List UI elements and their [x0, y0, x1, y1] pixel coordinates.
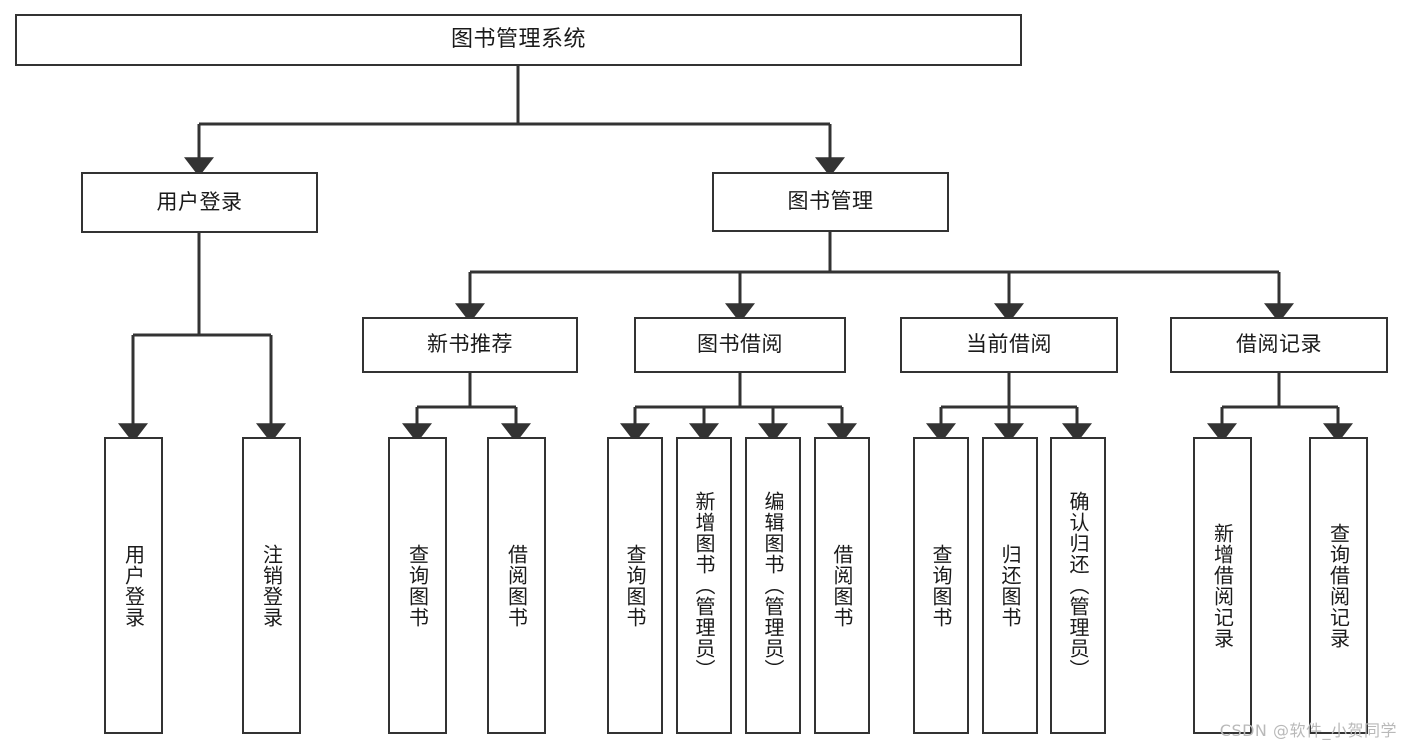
node-current-borrowing[interactable]: 当前借阅 [900, 317, 1118, 373]
node-leaf-return-book[interactable]: 归还图书 [982, 437, 1038, 734]
node-label: 借阅记录 [1236, 332, 1322, 357]
node-leaf-query-book-new[interactable]: 查询图书 [388, 437, 447, 734]
node-label: 归还图书 [998, 543, 1022, 628]
node-leaf-borrow-book-borrow[interactable]: 借阅图书 [814, 437, 870, 734]
node-leaf-add-book-admin[interactable]: 新增图书（管理员） [676, 437, 732, 734]
node-leaf-user-login[interactable]: 用户登录 [104, 437, 163, 734]
node-label: 查询借阅记录 [1326, 522, 1351, 649]
node-label: 确认归还（管理员） [1066, 491, 1090, 680]
node-label: 用户登录 [121, 543, 146, 628]
node-label: 借阅图书 [504, 543, 529, 628]
node-leaf-confirm-return-admin[interactable]: 确认归还（管理员） [1050, 437, 1106, 734]
node-leaf-query-book-current[interactable]: 查询图书 [913, 437, 969, 734]
node-label: 图书借阅 [697, 332, 783, 357]
node-label: 编辑图书（管理员） [761, 491, 785, 680]
node-label: 新书推荐 [427, 332, 513, 357]
node-label: 查询图书 [623, 543, 647, 628]
node-label: 图书管理 [787, 189, 874, 214]
node-leaf-borrow-book-new[interactable]: 借阅图书 [487, 437, 546, 734]
node-label: 当前借阅 [966, 332, 1052, 357]
node-book-management[interactable]: 图书管理 [712, 172, 949, 232]
node-label: 查询图书 [405, 543, 430, 628]
node-leaf-logout[interactable]: 注销登录 [242, 437, 301, 734]
node-label: 查询图书 [929, 543, 953, 628]
node-root-book-management-system[interactable]: 图书管理系统 [15, 14, 1022, 66]
node-leaf-query-book-borrow[interactable]: 查询图书 [607, 437, 663, 734]
node-label: 新增借阅记录 [1210, 522, 1235, 649]
node-new-book-recommendation[interactable]: 新书推荐 [362, 317, 578, 373]
node-leaf-add-borrow-record[interactable]: 新增借阅记录 [1193, 437, 1252, 734]
node-book-borrowing[interactable]: 图书借阅 [634, 317, 846, 373]
node-user-login[interactable]: 用户登录 [81, 172, 318, 233]
node-borrowing-records[interactable]: 借阅记录 [1170, 317, 1388, 373]
node-label: 用户登录 [156, 189, 243, 214]
node-label: 图书管理系统 [450, 26, 586, 52]
node-label: 注销登录 [259, 543, 284, 628]
node-leaf-query-borrow-record[interactable]: 查询借阅记录 [1309, 437, 1368, 734]
node-label: 新增图书（管理员） [692, 491, 716, 680]
node-leaf-edit-book-admin[interactable]: 编辑图书（管理员） [745, 437, 801, 734]
node-label: 借阅图书 [830, 543, 854, 628]
